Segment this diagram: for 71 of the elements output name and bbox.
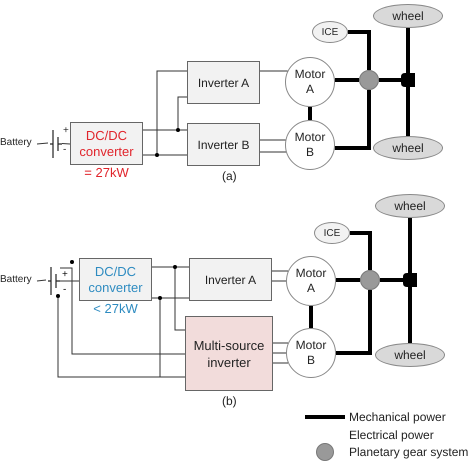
power-rating: = 27kW [83, 165, 130, 181]
node-label: Inverter B [197, 136, 250, 154]
motor-circle [285, 57, 335, 107]
shaft-line [406, 87, 410, 136]
wire [272, 342, 289, 344]
polarity-sign: - [63, 145, 66, 155]
shaft-line [379, 78, 401, 82]
legend-label: Electrical power [349, 427, 434, 444]
shaft-line [408, 218, 412, 273]
engine-ellipse [312, 21, 348, 43]
gear-joint [403, 273, 417, 287]
motor-circle [285, 120, 335, 170]
wire [272, 352, 286, 354]
wire [60, 280, 80, 282]
node-label: wheel [394, 198, 426, 215]
legend-label: Planetary gear system [349, 444, 468, 461]
wire [36, 142, 48, 144]
node-label: wheel [392, 140, 424, 157]
battery-label: Battery [0, 136, 37, 150]
node-label: DC/DC converter [78, 128, 135, 160]
node-label: Motor B [294, 130, 326, 160]
planetary-gear-circle [359, 70, 379, 90]
gear-joint [401, 73, 415, 87]
node-label: Motor A [294, 67, 326, 97]
wire [272, 280, 286, 282]
wire [152, 266, 186, 330]
shaft-line [336, 290, 372, 355]
node-label: wheel [392, 8, 424, 25]
node-label: Motor A [295, 266, 327, 296]
inverter-box [187, 123, 260, 166]
shaft-line [334, 90, 371, 150]
shaft-line [308, 107, 312, 120]
shaft-line [334, 78, 359, 82]
battery-symbol [46, 265, 60, 297]
battery-symbol [48, 128, 62, 160]
node-label: DC/DC converter [87, 264, 144, 296]
inverter-box [187, 61, 260, 104]
motor-circle [286, 256, 336, 306]
shaft-line [406, 28, 410, 73]
wire [272, 362, 289, 364]
polarity-sign: + [62, 270, 68, 280]
shaft-line [350, 231, 372, 270]
node-label: Inverter A [204, 272, 256, 288]
shaft-line [408, 287, 412, 343]
power-rating: < 27kW [92, 301, 139, 317]
node-label: Motor B [295, 338, 327, 368]
node-label: wheel [394, 347, 426, 364]
polarity-sign: + [63, 126, 69, 136]
motor-circle [286, 328, 336, 378]
wheel-ellipse [375, 343, 445, 367]
shaft-line [380, 278, 403, 282]
battery-label: Battery [0, 273, 37, 287]
node-label: ICE [324, 226, 340, 240]
planetary-gear-circle [360, 270, 380, 290]
wire [60, 268, 186, 354]
wire [62, 143, 70, 144]
shaft-line [309, 306, 313, 328]
shaft-line [336, 278, 360, 282]
wire [36, 280, 46, 282]
node-label: Inverter A [198, 74, 250, 92]
inverter-box [189, 258, 272, 301]
wire [272, 270, 289, 272]
polarity-sign: - [63, 285, 66, 295]
inverter-box [185, 316, 273, 391]
engine-ellipse [314, 222, 350, 244]
node-label: Multi-source inverter [192, 336, 266, 370]
wire [260, 70, 288, 72]
shaft-line [348, 30, 371, 70]
legend-label: Mechanical power [349, 409, 446, 426]
wheel-ellipse [373, 136, 443, 160]
node-label: ICE [322, 26, 338, 40]
